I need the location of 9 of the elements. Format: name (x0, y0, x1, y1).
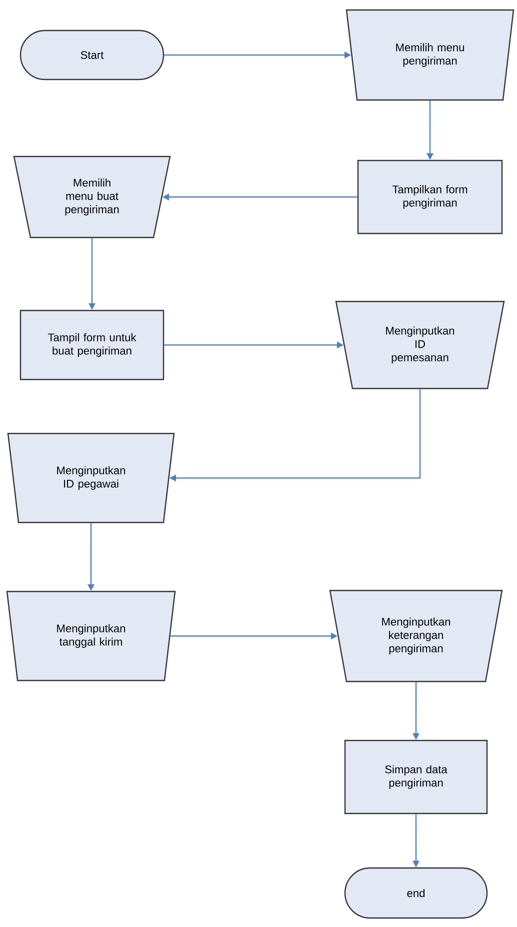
process-box: Simpan data pengiriman (344, 740, 488, 814)
manual-operation-trapezoid: Menginputkan ID pemesanan (335, 300, 505, 390)
manual-operation-trapezoid: Menginputkan keterangan pengiriman (329, 590, 503, 682)
process-box: Tampil form untuk buat pengiriman (20, 310, 164, 380)
manual-operation-trapezoid: Menginputkan tanggal kirim (6, 590, 176, 682)
manual-operation-trapezoid: Menginputkan ID pegawai (7, 432, 175, 524)
process-box: Tampilkan form pengiriman (357, 160, 503, 234)
manual-operation-trapezoid: Memilih menu buat pengiriman (13, 156, 171, 238)
manual-operation-trapezoid: Memilih menu pengiriman (346, 9, 514, 101)
